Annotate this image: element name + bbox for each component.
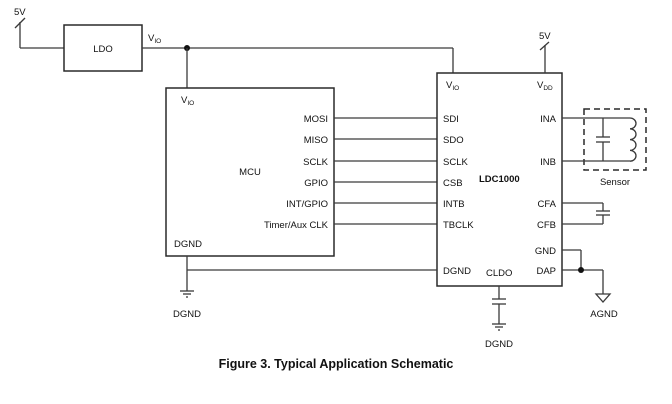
ldc-pin-label: CSB [443,178,463,189]
supply-5v-left: 5V [14,7,64,49]
ldc-pin-label: CFA [538,199,557,210]
cldo-dgnd-label: DGND [485,339,513,350]
digital-ground-icon [180,290,194,298]
mcu-label: MCU [239,167,261,178]
mcu-pin-label: Timer/Aux CLK [264,220,329,231]
sensor-capacitor-icon [596,118,610,161]
mcu-pin-label: SCLK [303,157,328,168]
ldc-pin-label: INTB [443,199,465,210]
ldc-pin-label: INA [540,114,557,125]
ldc-label: LDC1000 [479,174,520,185]
filter-capacitor-icon [596,203,610,224]
inductor-coil-icon [629,117,637,162]
ldc-cldo-pin: CLDO [486,268,512,279]
ldc-pin-label: SDO [443,135,464,146]
ldc-pin-label: INB [540,157,556,168]
agnd-label: AGND [590,309,618,320]
mcu-dgnd-pin: DGND [174,239,202,250]
vio-net-label: VIO [148,33,161,45]
sensor-label: Sensor [600,177,630,188]
digital-ground-icon [492,323,506,331]
cldo-capacitor-icon [492,298,506,305]
junction-dot [578,267,584,273]
analog-ground-icon [594,293,612,303]
ldc-pin-label: SDI [443,114,459,125]
ldc-pin-label: GND [535,246,556,257]
supply-label: 5V [14,7,26,18]
mcu-pin-label: MOSI [304,114,328,125]
ldc-pin-label: TBCLK [443,220,474,231]
ldc-pin-label: DAP [536,266,556,277]
ldc1000-block [436,72,563,287]
supply-label: 5V [539,31,551,42]
mcu-block [165,87,335,257]
ldo-block [63,24,143,72]
ldo-label: LDO [93,44,113,55]
supply-5v-right: 5V [539,31,551,73]
mcu-pin-label: MISO [304,135,328,146]
figure-caption: Figure 3. Typical Application Schematic [219,357,454,371]
mcu-dgnd-label: DGND [173,309,201,320]
ldc-vdd-pin: VDD [537,80,553,92]
ldc-vio-pin: VIO [446,80,459,92]
sensor-boundary [583,108,647,171]
mcu-pin-label: INT/GPIO [286,199,328,210]
ldc-pin-label: CFB [537,220,556,231]
mcu-pin-label: GPIO [304,178,328,189]
ldc-pin-label: SCLK [443,157,468,168]
ldc-pin-label: DGND [443,266,471,277]
mcu-vio-pin: VIO [181,95,194,107]
